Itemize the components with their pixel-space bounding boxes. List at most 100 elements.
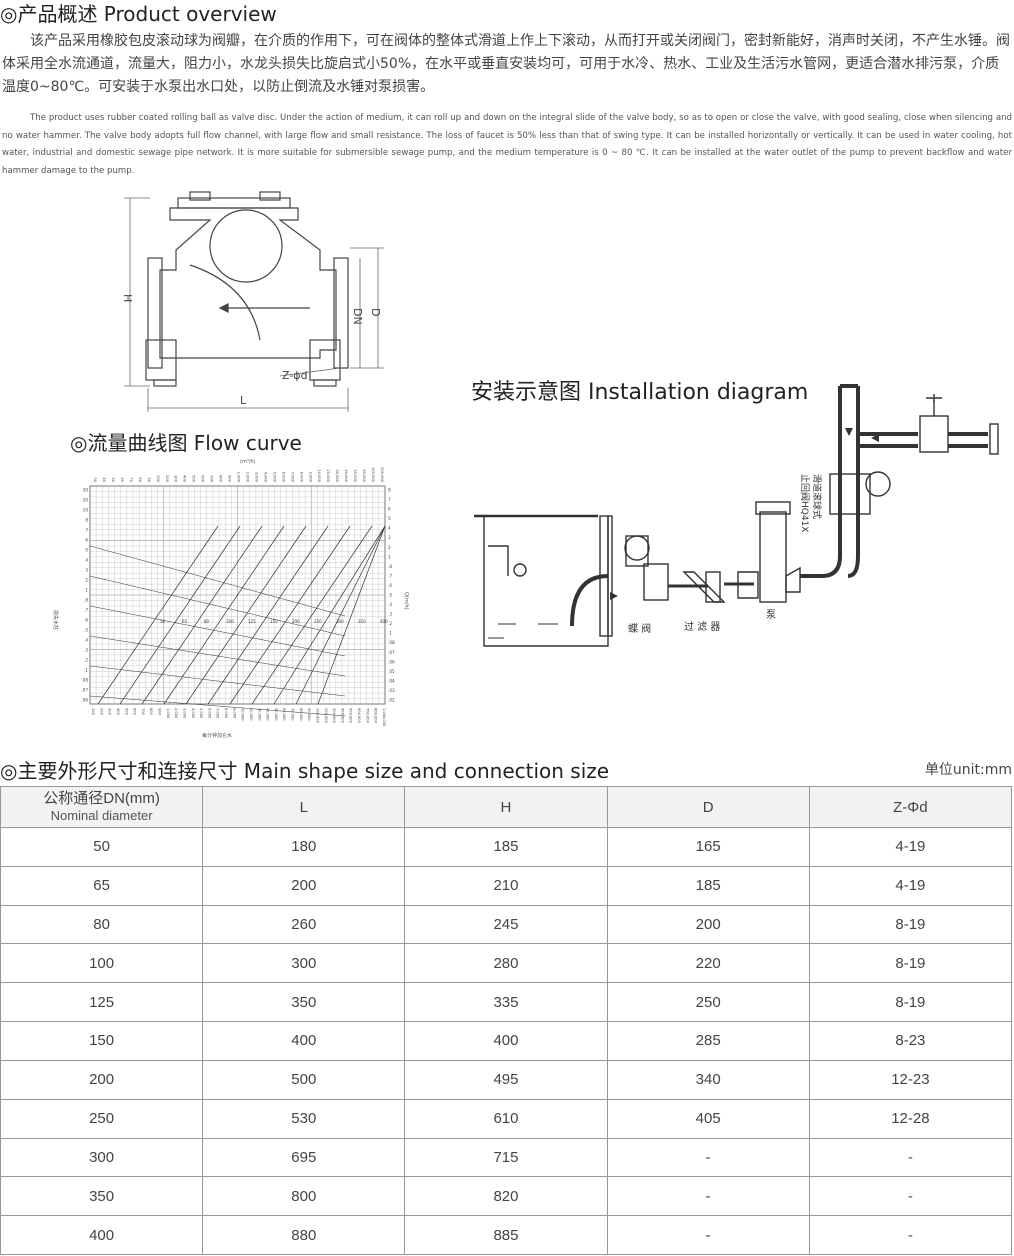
cell-d: 200 (606, 904, 810, 945)
table-header-row: 公称通径DN(mm) Nominal diameter L H D Z-Φd (0, 786, 1013, 828)
cell-d: 220 (606, 943, 810, 984)
label-h: H (121, 294, 134, 302)
flow-top-tick: 10,000 (317, 469, 321, 482)
flow-dn-label: 80 (204, 619, 210, 624)
flow-top-tick: 5,000 (272, 472, 276, 483)
flow-bottom-tick: 3,000 (182, 708, 186, 719)
flow-bottom-tick: 80,000 (299, 708, 303, 721)
flow-dn-line (185, 525, 307, 705)
flow-bottom-tick: 300,000 (332, 708, 336, 724)
flow-bottom-tick: 500,000 (349, 708, 353, 724)
flow-bottom-tick: 200 (99, 708, 103, 716)
flow-left-tick: .4 (84, 638, 88, 643)
cell-l: 260 (202, 904, 406, 945)
header-dn-cn: 公称通径DN(mm) (43, 790, 160, 807)
flow-top-tick: 500 (192, 475, 196, 483)
flow-bottom-tick: 300 (108, 708, 112, 716)
flow-bottom-tick: 100,000 (315, 708, 319, 724)
flow-top-tick: 3,000 (254, 472, 258, 483)
cell-dn: 80 (0, 904, 204, 945)
flow-left-tick: 1 (85, 588, 88, 593)
header-h: H (404, 786, 608, 828)
cell-zd: - (808, 1215, 1013, 1255)
flow-left-tick: 5 (85, 548, 88, 553)
cell-l: 200 (202, 865, 406, 906)
flow-top-tick: 300 (174, 475, 178, 483)
flow-bottom-tick: 600 (133, 708, 137, 716)
cell-h: 280 (404, 943, 608, 984)
flow-dn-line (163, 525, 285, 705)
flow-left-tick: 4 (85, 558, 88, 563)
filter-label: 过 滤 器 (684, 620, 720, 633)
flow-top-tick: 100,000 (371, 467, 375, 483)
flow-top-tick: 8,000 (299, 472, 303, 483)
cell-l: 400 (202, 1021, 406, 1061)
flow-bottom-tick: 700 (141, 708, 145, 716)
flow-left-tick: .06 (81, 698, 88, 703)
cell-l: 800 (202, 1176, 406, 1217)
overview-cn-paragraph: 该产品采用橡胶包皮滚动球为阀瓣，在介质的作用下，可在阀体的整体式滑道上作上下滚动… (2, 33, 1010, 95)
cell-dn: 400 (0, 1215, 204, 1255)
flow-left-tick: .5 (84, 628, 88, 633)
flow-top-tick: 70 (129, 477, 133, 482)
cell-h: 400 (404, 1021, 608, 1061)
flow-right-tick: .6 (388, 583, 392, 588)
flow-right-tick: 3 (388, 535, 391, 540)
cell-h: 245 (404, 904, 608, 945)
cell-dn: 65 (0, 865, 204, 906)
installation-diagram: 滑道滚球式 止回阀HQ41X 蝶 阀 过 滤 器 泵 (474, 384, 999, 647)
cell-h: 820 (404, 1176, 608, 1217)
flow-dn-label: 125 (248, 619, 256, 624)
dimensions-table: 公称通径DN(mm) Nominal diameter L H D Z-Φd 5… (0, 786, 1013, 1255)
flow-right-tick: 5 (388, 516, 391, 521)
flow-top-tick: 6,000 (281, 472, 285, 483)
cell-l: 500 (202, 1059, 406, 1100)
flow-bottom-tick: 400 (116, 708, 120, 716)
flow-left-tick: .1 (84, 668, 88, 673)
flow-bottom-tick: 40,000 (266, 708, 270, 721)
flow-bottom-tick: 400,000 (340, 708, 344, 724)
flow-bottom-tick: 800 (149, 708, 153, 716)
label-d: D (369, 308, 382, 316)
flow-bottom-tick: 9,000 (232, 708, 236, 719)
flow-dn-line (317, 525, 386, 705)
flow-right-tick: .03 (388, 688, 395, 693)
flow-bottom-tick: 70,000 (291, 708, 295, 721)
cell-zd: 8-19 (808, 943, 1013, 984)
flow-left-tick: .7 (84, 608, 88, 613)
cell-h: 210 (404, 865, 608, 906)
flow-left-label: 损失水柱 (52, 610, 59, 630)
check-valve-label-1: 滑道滚球式 (811, 474, 823, 519)
flow-top-tick: 20,000 (326, 469, 330, 482)
cell-zd: 8-19 (808, 982, 1013, 1023)
flow-left-tick: .2 (84, 658, 88, 663)
flow-top-tick: 2,000 (245, 472, 249, 483)
flow-top-tick: 100 (156, 475, 160, 483)
flow-right-tick: .3 (388, 612, 392, 617)
flow-top-tick: 800 (219, 475, 223, 483)
flow-right-tick: .4 (388, 602, 392, 607)
overview-en-paragraph: The product uses rubber coated rolling b… (2, 113, 1012, 176)
flow-dn-line (229, 525, 351, 705)
header-zd: Z-Φd (808, 786, 1013, 828)
valve-drawing: H DN D L Z-ϕd (121, 191, 384, 412)
flow-right-tick: 1 (388, 554, 391, 559)
cell-l: 180 (202, 827, 406, 867)
cell-zd: 8-19 (808, 904, 1013, 945)
flow-right-tick: .8 (388, 564, 392, 569)
cell-l: 530 (202, 1098, 406, 1139)
valve-ball (209, 209, 283, 283)
cell-h: 715 (404, 1137, 608, 1178)
flow-right-tick: 2 (388, 545, 391, 550)
flow-bottom-tick: 50,000 (274, 708, 278, 721)
flow-top-tick: 200 (165, 475, 169, 483)
flow-bottom-tick: 30,000 (257, 708, 261, 721)
header-d: D (606, 786, 810, 828)
cell-d: 165 (606, 827, 810, 867)
